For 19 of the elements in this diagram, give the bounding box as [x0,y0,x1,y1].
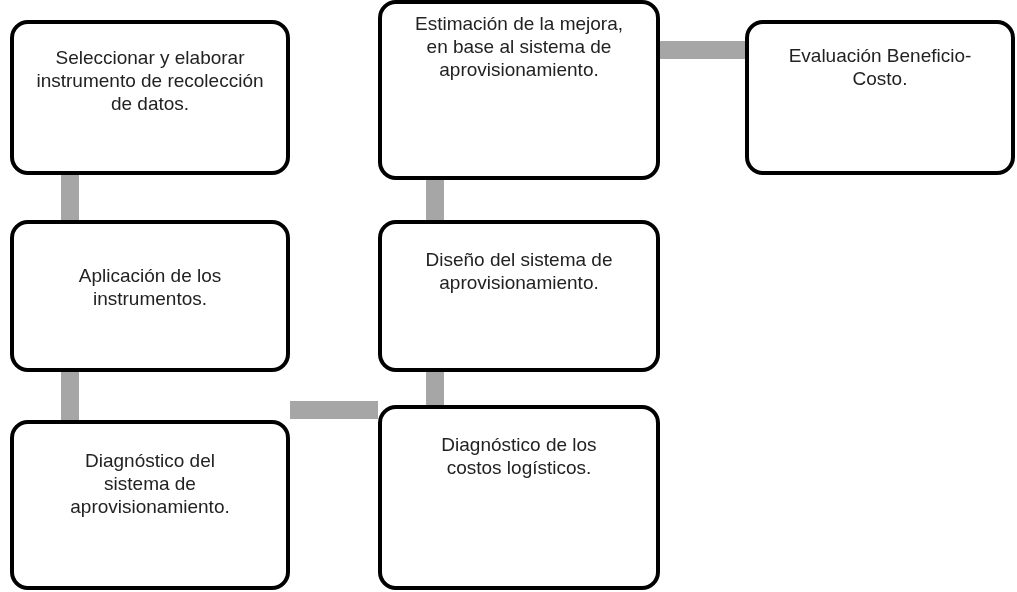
process-box [10,20,290,175]
process-box [378,405,660,590]
connector-bar [426,372,444,405]
connector-bar [426,180,444,220]
step-text: Evaluación Beneficio-Costo. [787,44,973,90]
connector-bar [61,372,79,420]
step-text: Diagnóstico de los costos logísticos. [440,433,598,479]
step-text: Diseño del sistema de aprovisionamiento. [424,248,614,294]
step-text: Aplicación de los instrumentos. [77,264,223,310]
step-text: Estimación de la mejora, en base al sistema de aprovisionamiento. [413,12,624,81]
process-box [745,20,1015,175]
process-box [10,220,290,372]
step-text: Diagnóstico del sistema de aprovisionamiento. [69,449,231,518]
process-box [378,220,660,372]
step-text: Seleccionar y elaborar instrumento de recolección de datos. [35,46,265,115]
connector-bar [61,175,79,220]
connector-bar [660,41,745,59]
process-box [378,0,660,180]
process-box [10,420,290,590]
